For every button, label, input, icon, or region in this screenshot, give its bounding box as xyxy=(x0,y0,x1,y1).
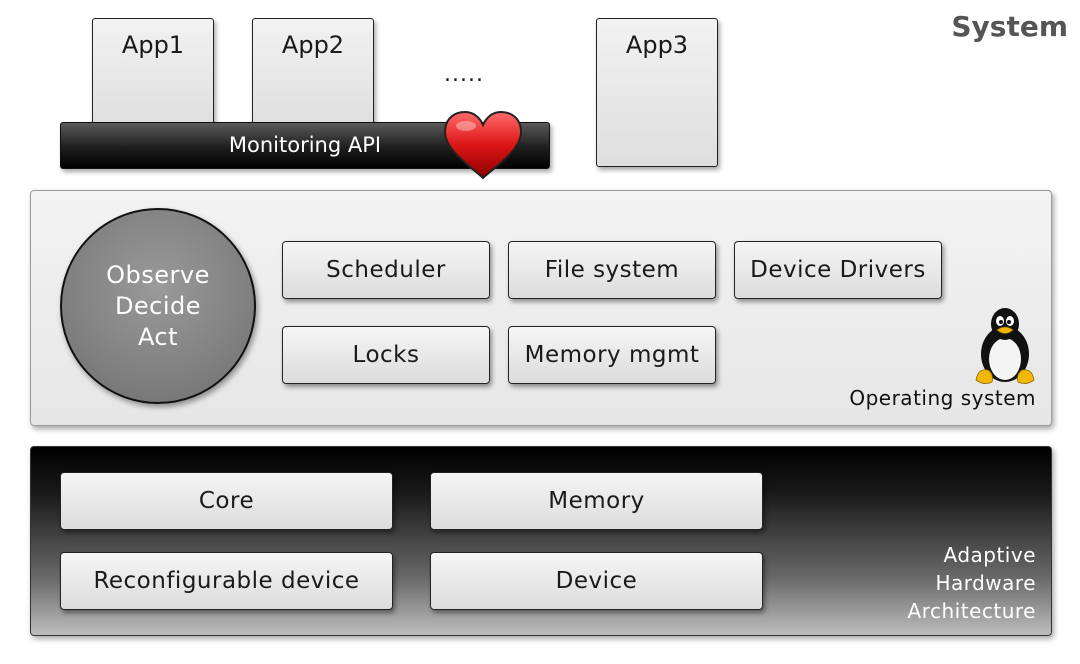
more-apps-ellipsis: ..... xyxy=(444,62,484,87)
core-box: Core xyxy=(60,472,393,530)
file-system-box: File system xyxy=(508,241,716,299)
operating-system-label: Operating system xyxy=(849,386,1036,410)
reconfigurable-device-box: Reconfigurable device xyxy=(60,552,393,610)
app3-box: App3 xyxy=(596,18,718,167)
app2-box: App2 xyxy=(252,18,374,130)
decide-label: Decide xyxy=(114,291,202,320)
memory-mgmt-box: Memory mgmt xyxy=(508,326,716,384)
observe-decide-act-circle: Observe Decide Act xyxy=(60,208,256,404)
adaptive-hardware-architecture-label: Adaptive Hardware Architecture xyxy=(908,541,1036,625)
device-drivers-box: Device Drivers xyxy=(734,241,942,299)
device-box: Device xyxy=(430,552,763,610)
tux-penguin-icon xyxy=(975,308,1035,384)
monitoring-api-label: Monitoring API xyxy=(228,133,382,157)
observe-label: Observe xyxy=(106,260,210,289)
hw-label-line-1: Adaptive xyxy=(943,543,1036,567)
locks-box: Locks xyxy=(282,326,490,384)
app1-box: App1 xyxy=(92,18,214,130)
hw-label-line-3: Architecture xyxy=(907,599,1036,623)
heart-icon xyxy=(443,110,523,180)
act-label: Act xyxy=(137,322,179,351)
hw-label-line-2: Hardware xyxy=(935,571,1036,595)
system-title: System xyxy=(951,10,1068,43)
memory-box: Memory xyxy=(430,472,763,530)
scheduler-box: Scheduler xyxy=(282,241,490,299)
